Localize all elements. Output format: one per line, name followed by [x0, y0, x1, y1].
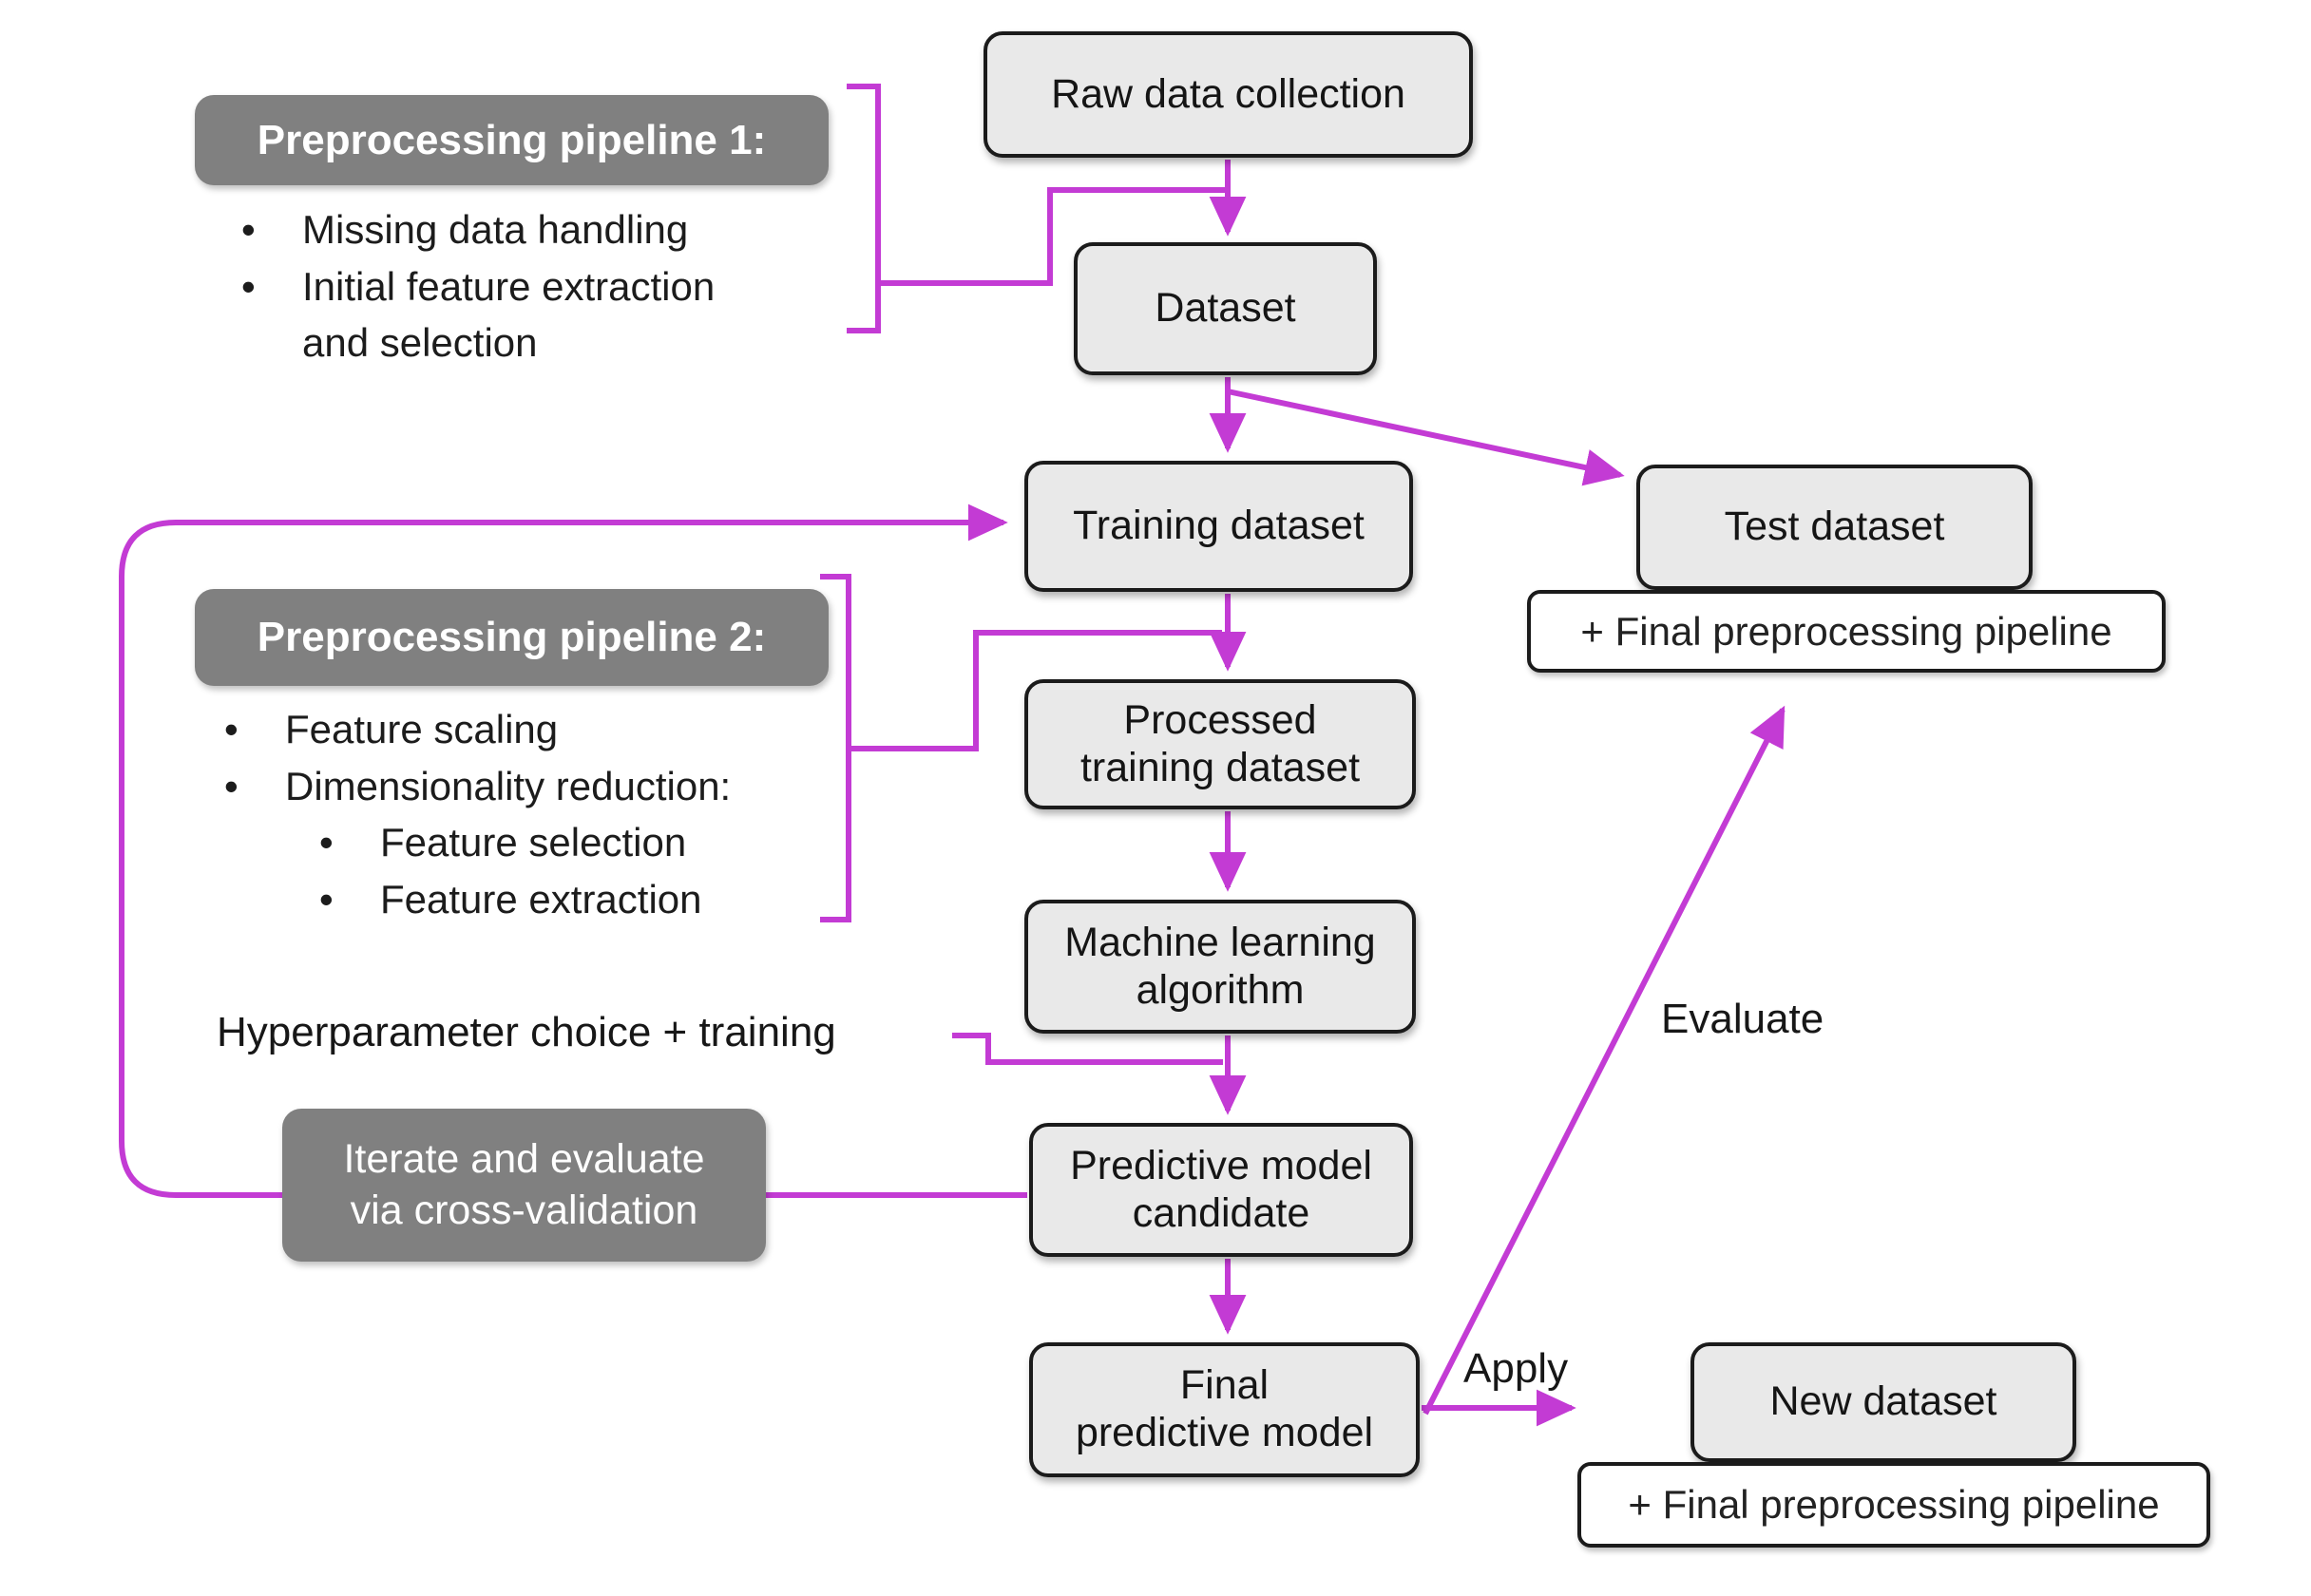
evaluate-label: Evaluate	[1661, 996, 1824, 1042]
bracket-pipeline1	[847, 84, 881, 333]
arrow-evaluate	[1423, 705, 1786, 1416]
hyperparameter-label: Hyperparameter choice + training	[217, 1009, 836, 1055]
bullet-dot-icon: •	[319, 820, 334, 865]
arrow-dataset-to-test	[1227, 389, 1625, 486]
list-item-sub: • Feature selection	[298, 814, 831, 871]
node-raw-data-collection: Raw data collection	[984, 31, 1473, 158]
list-item: • Initial feature extraction and selecti…	[220, 258, 829, 371]
arrow-iterate-loop	[119, 504, 1027, 1198]
preprocessing-pipeline1-header: Preprocessing pipeline 1:	[195, 95, 829, 185]
bullet-text: Feature extraction	[380, 876, 702, 922]
bullet-text: Initial feature extraction and selection	[302, 263, 716, 366]
new-final-preprocessing-box: + Final preprocessing pipeline	[1577, 1462, 2210, 1548]
list-item: • Missing data handling	[220, 201, 829, 258]
bullet-dot-icon: •	[241, 207, 256, 252]
pipeline2-bullet-list: • Feature scaling • Dimensionality reduc…	[203, 701, 831, 928]
node-dataset: Dataset	[1074, 242, 1377, 375]
bullet-dot-icon: •	[241, 263, 256, 309]
bullet-dot-icon: •	[224, 763, 239, 808]
bullet-text: Missing data handling	[302, 207, 689, 252]
node-test-dataset: Test dataset	[1636, 465, 2033, 590]
test-final-preprocessing-box: + Final preprocessing pipeline	[1527, 590, 2166, 673]
bullet-text: Dimensionality reduction:	[285, 763, 732, 808]
node-processed-training-dataset: Processed training dataset	[1024, 679, 1416, 809]
bullet-dot-icon: •	[319, 876, 334, 922]
preprocessing-pipeline2-header: Preprocessing pipeline 2:	[195, 589, 829, 686]
bullet-text: Feature scaling	[285, 707, 559, 751]
node-machine-learning-algorithm: Machine learning algorithm	[1024, 900, 1416, 1034]
connector-hyperparameter	[952, 1033, 1223, 1065]
list-item: • Feature scaling	[203, 701, 831, 758]
connector-pipeline1	[878, 187, 1228, 286]
pipeline1-bullet-list: • Missing data handling • Initial featur…	[220, 201, 829, 371]
apply-label: Apply	[1463, 1345, 1569, 1392]
bullet-dot-icon: •	[224, 707, 239, 751]
node-new-dataset: New dataset	[1690, 1342, 2076, 1462]
bullet-text: Feature selection	[380, 820, 687, 865]
node-final-predictive-model: Final predictive model	[1029, 1342, 1420, 1477]
node-training-dataset: Training dataset	[1024, 461, 1413, 592]
connector-pipeline2	[849, 630, 1222, 751]
node-predictive-model-candidate: Predictive model candidate	[1029, 1123, 1413, 1257]
list-item-sub: • Feature extraction	[298, 871, 831, 928]
iterate-cross-validation-box: Iterate and evaluate via cross-validatio…	[282, 1109, 766, 1262]
list-item: • Dimensionality reduction:	[203, 758, 831, 815]
